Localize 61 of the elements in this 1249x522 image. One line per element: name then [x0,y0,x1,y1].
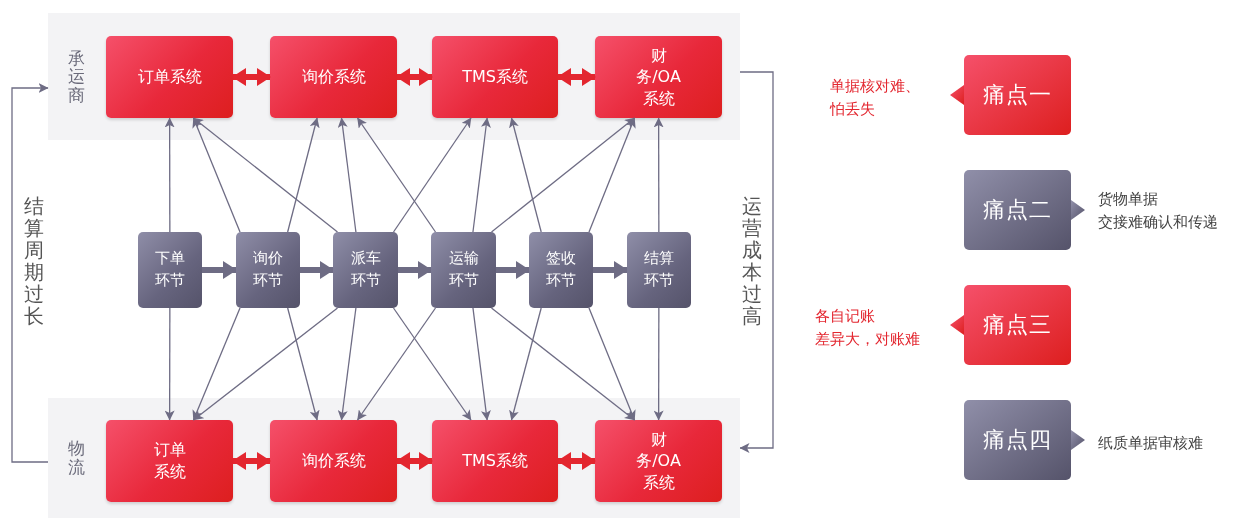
process-step-box: 派车环节 [333,232,398,308]
system-box: 订单系统 [106,420,233,502]
thick-arrow [300,261,334,279]
system-box: TMS系统 [432,420,558,502]
lane-band [48,398,740,518]
arrow [287,307,320,421]
process-step-box: 询价环节 [236,232,300,308]
system-box: 订单系统 [106,36,233,118]
arrow [588,307,636,421]
arrow [164,117,175,233]
thick-arrow [593,261,628,279]
thick-arrow [398,261,432,279]
arrow [287,117,320,233]
process-step-box: 下单环节 [138,232,202,308]
lane-label: 承运商 [68,48,85,105]
arrow [356,117,437,233]
thick-arrow [232,452,271,470]
arrow [588,117,636,233]
arrow [192,307,241,421]
thick-arrow [496,261,530,279]
thick-arrow [396,452,433,470]
thick-arrow [557,452,596,470]
arrow [192,117,339,233]
system-box: 财务/OA系统 [595,36,722,118]
arrow [164,307,175,421]
arrow [392,307,472,421]
bracket-arrow [739,71,774,453]
process-step-box: 签收环节 [529,232,593,308]
thick-arrow [396,68,433,86]
arrow [509,307,542,421]
system-box: 询价系统 [270,36,397,118]
arrow [192,307,339,421]
arrow [392,117,472,233]
edge-label: 结算周期过长 [24,195,44,327]
callout-text: 单据核对难、怕丢失 [830,76,921,120]
system-box: 财务/OA系统 [595,420,722,502]
process-step-box: 结算环节 [627,232,691,308]
callout-text: 纸质单据审核难 [1098,433,1204,454]
arrow [653,307,664,421]
system-box: 询价系统 [270,420,397,502]
arrow [356,307,437,421]
arrow [509,117,542,233]
arrow [337,307,357,421]
callout-text: 货物单据交接难确认和传递 [1098,189,1219,233]
lane-label: 物流 [68,439,85,477]
arrow [472,307,491,421]
arrow [472,117,491,233]
thick-arrow [232,68,271,86]
lane-band [48,13,740,140]
arrow [490,117,636,233]
thick-arrow [557,68,596,86]
system-box: TMS系统 [432,36,558,118]
edge-label: 运营成本过高 [742,195,762,327]
arrow [653,117,664,233]
arrow [490,307,636,421]
arrow [192,117,241,233]
thick-arrow [202,261,237,279]
process-step-box: 运输环节 [431,232,496,308]
arrow [337,117,357,233]
callout-text: 各自记账差异大，对账难 [815,306,921,350]
bracket-arrow [11,83,49,463]
